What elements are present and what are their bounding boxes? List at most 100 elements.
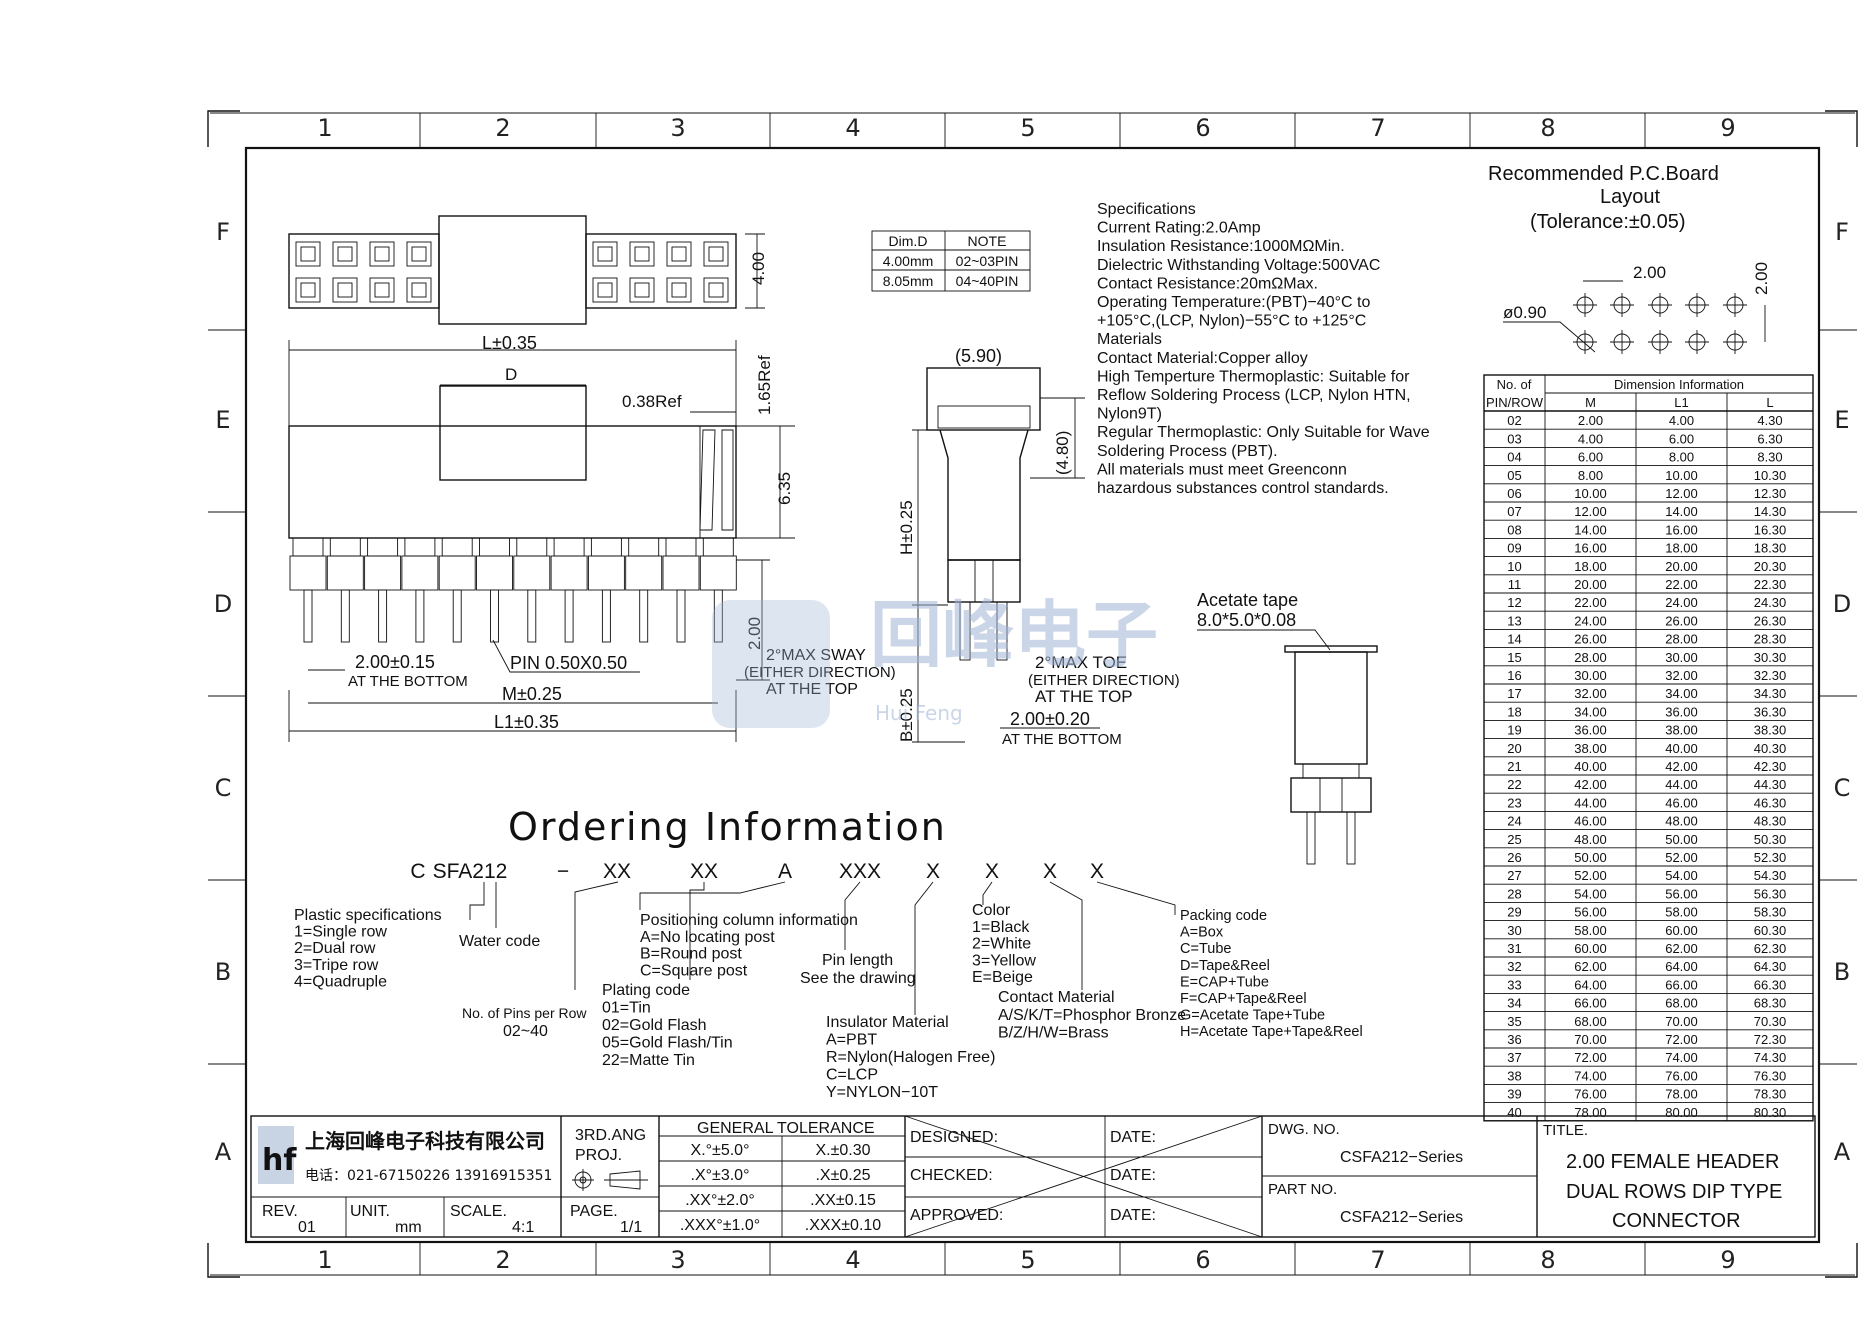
dim-table-cell: 04 [1507, 450, 1521, 465]
pin-cavity-icon [703, 277, 729, 303]
dim-table-cell: 12.00 [1574, 504, 1607, 519]
toe-line-3: AT THE TOP [1035, 687, 1133, 706]
order-plastic-option: 3=Tripe row [294, 957, 379, 974]
projection-symbol-icon [572, 1169, 648, 1191]
dim-table-cell: 6.30 [1757, 431, 1782, 446]
pcb-hole-icon [1573, 293, 1597, 317]
toe-line-1: 2°MAX TOE [1035, 653, 1127, 672]
sway-line-3: AT THE TOP [766, 681, 858, 698]
grid-row-right-E: E [1834, 406, 1849, 434]
dim-table-cell: 64.00 [1574, 977, 1607, 992]
dim-table-cell: 66.00 [1665, 977, 1698, 992]
order-code-segment: XX [690, 860, 718, 883]
order-plating-option: 02=Gold Flash [602, 1017, 707, 1034]
spec-line: Regular Thermoplastic: Only Suitable for… [1097, 424, 1430, 441]
grid-col-bottom-6: 6 [1195, 1246, 1210, 1274]
dim-table-cell: 28.00 [1665, 632, 1698, 647]
order-code-segment: XXX [839, 860, 881, 883]
grid-col-bottom-1: 1 [317, 1246, 332, 1274]
dim-table-cell: 62.00 [1665, 941, 1698, 956]
dim-table-cell: 12.00 [1665, 486, 1698, 501]
dim-table-cell: 24.30 [1754, 595, 1787, 610]
watermark: 回峰电子 Hui Feng [712, 593, 1158, 728]
dim-table-cell: 76.00 [1574, 1087, 1607, 1102]
dim-H: H±0.25 [897, 500, 916, 555]
dim-table-cell: 10.00 [1574, 486, 1607, 501]
pin-cavity-icon [592, 241, 618, 267]
dim-table-cell: 37 [1507, 1050, 1521, 1065]
company-logo-mark: hf [262, 1143, 297, 1178]
dim-table-cell: 60.00 [1574, 941, 1607, 956]
front-pin [364, 537, 402, 643]
pcb-hole-size: ø0.90 [1503, 303, 1546, 322]
spec-line: hazardous substances control standards. [1097, 480, 1389, 497]
dim-table-cell: 26 [1507, 850, 1521, 865]
dim-table-cell: 20 [1507, 741, 1521, 756]
pin-cavity-icon [592, 277, 618, 303]
dim-L1: L1±0.35 [494, 712, 559, 732]
dim-table-cell: 20.00 [1574, 577, 1607, 592]
order-color-option: E=Beige [972, 969, 1033, 986]
dim-table-cell: 70.00 [1665, 1014, 1698, 1029]
dim-table-cell: 42.00 [1665, 759, 1698, 774]
dim-table-cell: 39 [1507, 1087, 1521, 1102]
sway-line-1: 2°MAX SWAY [766, 647, 866, 664]
order-insulator-option: Y=NYLON−10T [826, 1084, 938, 1101]
pcb-title-2: Layout [1600, 186, 1660, 208]
dim-table-cell: 56.30 [1754, 886, 1787, 901]
dim-table-cell: 40.30 [1754, 741, 1787, 756]
tolerance-angle: .XX°±2.0° [685, 1192, 755, 1209]
dim-table-cell: 74.00 [1574, 1068, 1607, 1083]
dim-table-cell: 42.00 [1574, 777, 1607, 792]
grid-col-top-6: 6 [1195, 114, 1210, 142]
pcb-pitch-y: 2.00 [1752, 262, 1771, 295]
dim-table-cell: 40 [1507, 1105, 1521, 1120]
front-pin [438, 537, 476, 643]
order-position-title: Positioning column information [640, 912, 858, 929]
dim-table-cell: 42.30 [1754, 759, 1787, 774]
order-pins-title: No. of Pins per Row [462, 1005, 587, 1021]
dim-table-cell: 28.00 [1574, 650, 1607, 665]
pin-cavity-icon [703, 241, 729, 267]
grid-col-top-4: 4 [845, 114, 860, 142]
dim-table-cell: 48.30 [1754, 814, 1787, 829]
dim-table-cell: 46.00 [1665, 795, 1698, 810]
dim-table-cell: 09 [1507, 541, 1521, 556]
spec-line: Nylon9T) [1097, 406, 1162, 423]
dim-table-cell: 22.30 [1754, 577, 1787, 592]
tolerance-linear: .XXX±0.10 [805, 1217, 881, 1234]
front-pin [401, 537, 439, 643]
grid-col-bottom-3: 3 [670, 1246, 685, 1274]
title-line-1: 2.00 FEMALE HEADER [1566, 1151, 1779, 1173]
toe-line-2: (EITHER DIRECTION) [1028, 672, 1180, 689]
dim-4-80: (4.80) [1053, 431, 1072, 475]
dim-table-cell: 48.00 [1665, 814, 1698, 829]
pin-cavity-icon [666, 241, 692, 267]
order-plating-option: 05=Gold Flash/Tin [602, 1035, 733, 1052]
side-view: (5.90) (4.80) H±0.25 B±0.25 2°MAX TOE (E… [897, 346, 1180, 748]
grid-row-right-C: C [1834, 774, 1851, 802]
dim-table-cell: 38.00 [1665, 723, 1698, 738]
rev-value: 01 [298, 1219, 316, 1236]
pcb-hole-icon [1610, 330, 1634, 354]
order-code-segment: X [926, 860, 940, 883]
grid-row-left-E: E [215, 406, 230, 434]
front-pin [699, 537, 737, 643]
order-pinlength-title: Pin length [822, 952, 893, 969]
dim-table-cell: 78.30 [1754, 1087, 1787, 1102]
dim-table-cell: 38.30 [1754, 723, 1787, 738]
dim-table-cell: 02 [1507, 413, 1521, 428]
dim-table-cell: 76.00 [1665, 1068, 1698, 1083]
dim-B: B±0.25 [897, 688, 916, 742]
approved-date-label: DATE: [1110, 1207, 1156, 1224]
dim-table-cell: 72.30 [1754, 1032, 1787, 1047]
dim-table-cell: 52.00 [1665, 850, 1698, 865]
dim-table-cell: 60.30 [1754, 923, 1787, 938]
order-position-option: B=Round post [640, 946, 742, 963]
designed-label: DESIGNED: [910, 1129, 998, 1146]
order-color-option: 3=Yellow [972, 952, 1036, 969]
dim-table-cell: 44.00 [1574, 795, 1607, 810]
order-contact-option: B/Z/H/W=Brass [998, 1025, 1109, 1042]
order-color-title: Color [972, 902, 1011, 919]
order-code-segment: A [778, 860, 792, 883]
